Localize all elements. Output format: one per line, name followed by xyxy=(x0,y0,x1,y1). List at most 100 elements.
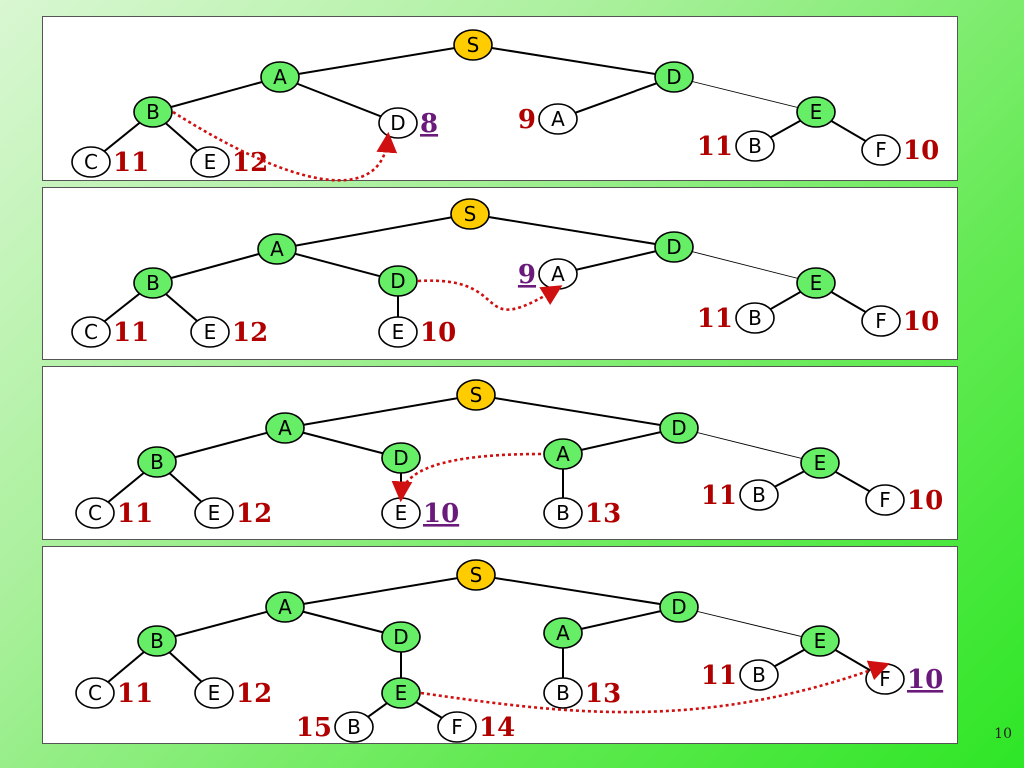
node-label: S xyxy=(467,33,480,57)
node-expanded xyxy=(796,96,836,128)
tree-edge xyxy=(678,606,821,642)
tree-node: D xyxy=(654,231,694,263)
tree-node: B15 xyxy=(296,711,374,743)
node-label: B xyxy=(556,501,570,525)
node-frontier xyxy=(861,305,901,337)
node-label: E xyxy=(810,271,823,295)
tree-node: A xyxy=(543,438,583,470)
node-expanded xyxy=(543,438,583,470)
path-cost: 14 xyxy=(479,713,515,743)
node-expanded xyxy=(659,412,699,444)
path-cost: 11 xyxy=(701,661,737,691)
node-expanded xyxy=(265,591,305,623)
tree-node: B xyxy=(137,446,177,478)
tree-edge xyxy=(475,574,680,608)
tree-edge xyxy=(276,213,471,250)
tree-edge xyxy=(279,44,474,78)
node-label: E xyxy=(204,150,217,174)
node-expanded xyxy=(796,267,836,299)
selected-path-cost: 9 xyxy=(518,260,536,290)
path-cost: 10 xyxy=(420,318,456,348)
tree-node: E xyxy=(796,267,836,299)
node-frontier xyxy=(437,711,477,743)
node-frontier xyxy=(75,677,115,709)
tree-node: A xyxy=(257,233,297,265)
next-node-arrow xyxy=(417,279,563,311)
node-frontier xyxy=(71,316,111,348)
node-label: B xyxy=(150,629,164,653)
selected-path-cost: 8 xyxy=(420,109,438,139)
next-node-arrow xyxy=(420,660,890,714)
node-label: B xyxy=(150,450,164,474)
tree-node: E xyxy=(796,96,836,128)
tree-edge xyxy=(279,76,399,124)
node-frontier xyxy=(75,497,115,529)
tree-node: S xyxy=(450,198,490,230)
tree-node: D xyxy=(654,61,694,93)
node-expanded xyxy=(381,677,421,709)
node-expanded xyxy=(381,621,421,653)
tree-node: C 11 xyxy=(71,146,149,178)
node-label: E xyxy=(814,451,827,475)
node-label: C xyxy=(84,320,98,344)
tree-node: A9 xyxy=(518,103,578,135)
path-cost: 11 xyxy=(113,148,149,178)
tree-edge xyxy=(152,76,281,113)
tree-edge xyxy=(469,213,675,248)
tree-node: D xyxy=(659,412,699,444)
path-cost: 13 xyxy=(585,679,621,709)
node-label: A xyxy=(556,621,570,645)
node-label: D xyxy=(393,625,408,649)
node-label: A xyxy=(273,65,287,89)
tree-node: S xyxy=(456,559,496,591)
node-label: F xyxy=(875,138,887,162)
tree-node: D xyxy=(381,621,421,653)
node-label: B xyxy=(752,483,766,507)
node-label: C xyxy=(84,150,98,174)
node-label: B xyxy=(347,715,361,739)
node-frontier xyxy=(543,677,583,709)
node-expanded xyxy=(137,625,177,657)
node-frontier xyxy=(735,302,775,334)
node-label: B xyxy=(748,306,762,330)
path-cost: 10 xyxy=(907,486,943,516)
path-cost: 11 xyxy=(701,481,737,511)
node-label: A xyxy=(270,237,284,261)
node-frontier xyxy=(378,107,418,139)
node-label: A xyxy=(551,107,565,131)
node-frontier xyxy=(194,497,234,529)
tree-edge xyxy=(284,574,477,608)
node-label: D xyxy=(671,416,686,440)
node-label: D xyxy=(390,269,405,293)
node-frontier xyxy=(861,134,901,166)
path-cost: 10 xyxy=(903,307,939,337)
path-cost: 11 xyxy=(117,499,153,529)
tree-edge xyxy=(284,394,477,429)
tree-edge xyxy=(276,248,399,282)
tree-edge xyxy=(673,76,817,113)
node-label: E xyxy=(395,501,408,525)
node-expanded xyxy=(800,625,840,657)
node-label: B xyxy=(146,100,160,124)
node-label: S xyxy=(464,202,477,226)
node-label: B xyxy=(146,271,160,295)
node-expanded xyxy=(654,61,694,93)
tree-node: E xyxy=(800,625,840,657)
node-frontier xyxy=(739,479,779,511)
node-start xyxy=(456,559,496,591)
tree-node: D xyxy=(381,442,421,474)
node-frontier xyxy=(334,711,374,743)
selected-path-cost: 10 xyxy=(423,499,459,529)
node-label: D xyxy=(393,446,408,470)
tree-node: E xyxy=(800,447,840,479)
